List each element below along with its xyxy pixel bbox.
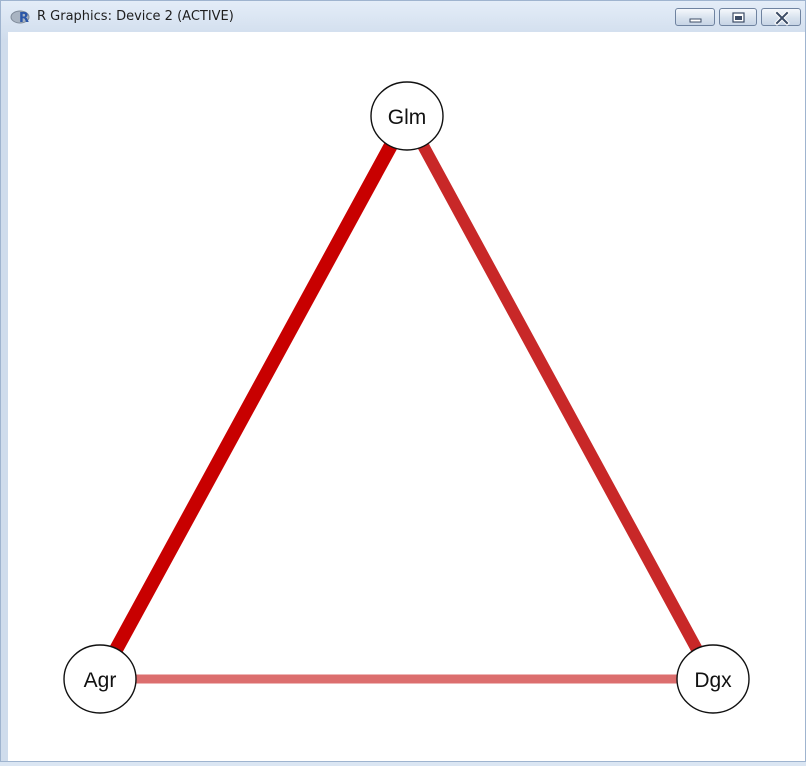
r-logo-icon[interactable]: R: [10, 9, 32, 26]
edge-glm-dgx: [417, 143, 703, 652]
close-button[interactable]: [761, 8, 801, 26]
node-glm-label: Glm: [388, 106, 427, 129]
edge-agr-glm: [110, 142, 397, 653]
minimize-button[interactable]: [675, 8, 715, 26]
node-agr-label: Agr: [84, 669, 117, 692]
node-dgx-label: Dgx: [694, 669, 732, 692]
node-glm: Glm: [370, 81, 444, 151]
restore-button[interactable]: [719, 8, 757, 26]
restore-icon: [732, 12, 745, 23]
node-agr: Agr: [63, 644, 137, 714]
window-title: R Graphics: Device 2 (ACTIVE): [37, 9, 234, 24]
edges-layer: [110, 142, 703, 684]
title-bar[interactable]: R R Graphics: Device 2 (ACTIVE): [1, 1, 805, 32]
network-graph: Glm Agr Dgx: [63, 81, 750, 714]
node-dgx-circle: [676, 644, 750, 714]
nodes-layer: Glm Agr Dgx: [63, 81, 750, 714]
plot-canvas: Glm Agr Dgx: [8, 32, 805, 761]
node-dgx: Dgx: [676, 644, 750, 714]
node-agr-circle: [63, 644, 137, 714]
close-icon: [774, 10, 790, 26]
svg-text:R: R: [19, 11, 29, 25]
node-glm-circle: [370, 81, 444, 151]
minimize-icon: [689, 18, 702, 23]
